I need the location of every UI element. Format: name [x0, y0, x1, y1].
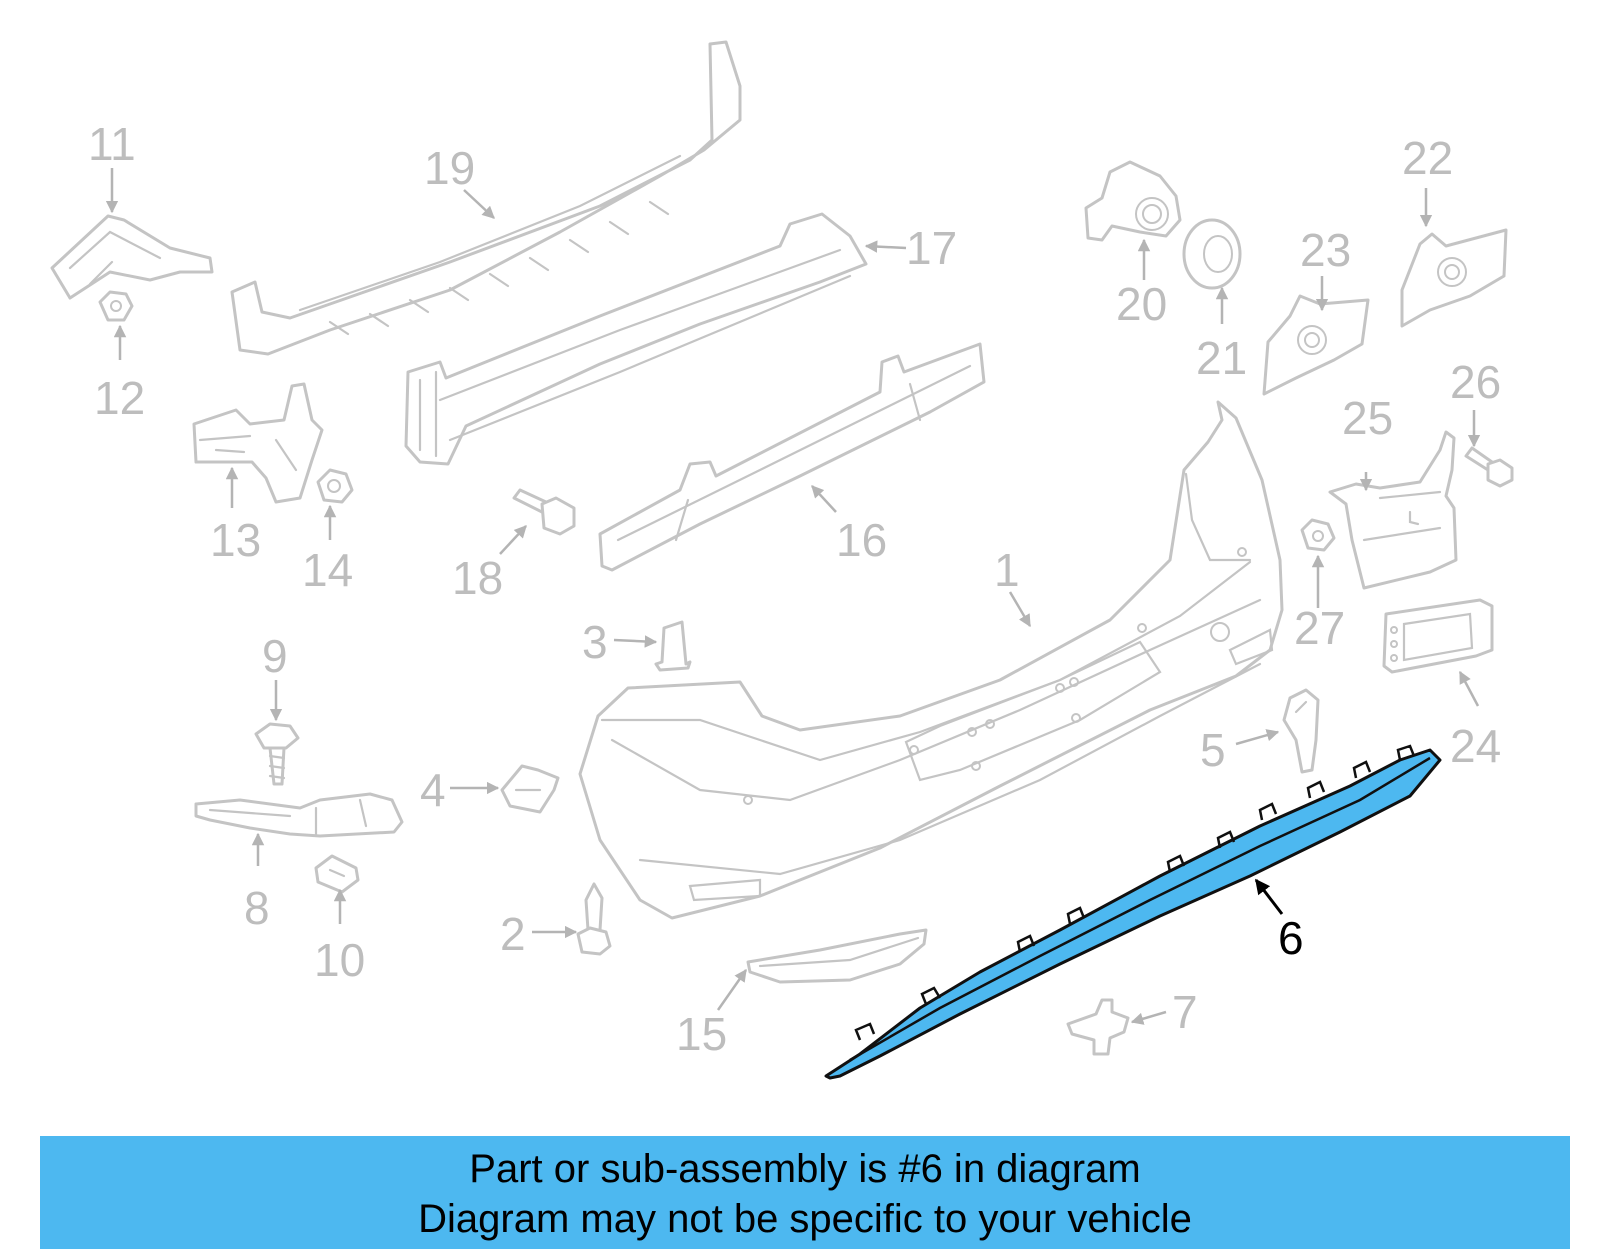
- callout-labels: 11 12 13 14 19 17 16 18 1 3 9 4 8 10 2 1…: [88, 118, 1501, 1060]
- callout-15: 15: [676, 1008, 727, 1060]
- callout-9: 9: [262, 630, 288, 682]
- callout-17: 17: [906, 222, 957, 274]
- callout-26: 26: [1450, 356, 1501, 408]
- callout-2: 2: [500, 908, 526, 960]
- part-26-bolt: [1464, 446, 1514, 488]
- callout-23: 23: [1300, 224, 1351, 276]
- callout-11: 11: [88, 118, 136, 170]
- part-6-lower-valance: [824, 744, 1442, 1080]
- part-13-bracket: [192, 382, 324, 504]
- callout-24: 24: [1450, 720, 1501, 772]
- banner-line-disclaimer: Diagram may not be specific to your vehi…: [418, 1197, 1192, 1241]
- leader-arrow-6: [1254, 878, 1284, 915]
- callout-10: 10: [314, 934, 365, 986]
- part-1-bumper-cover: [578, 400, 1284, 920]
- leader-arrows: [105, 168, 1481, 1025]
- part-11-bracket: [50, 214, 214, 300]
- part-9-screw: [254, 722, 300, 786]
- callout-27: 27: [1294, 602, 1345, 654]
- part-21-grommet: [1182, 218, 1242, 290]
- part-22-bracket: [1400, 228, 1508, 328]
- callout-18: 18: [452, 552, 503, 604]
- part-8-bracket: [194, 792, 404, 838]
- part-2-bolt: [576, 882, 612, 956]
- info-banner: Part or sub-assembly is #6 in diagram Di…: [40, 1136, 1570, 1249]
- part-15-deflector: [746, 928, 928, 984]
- callout-3: 3: [582, 616, 608, 668]
- part-16-reinforcement: [598, 342, 986, 572]
- callout-14: 14: [302, 544, 353, 596]
- callout-20: 20: [1116, 278, 1167, 330]
- callout-7: 7: [1172, 986, 1198, 1038]
- callout-21: 21: [1196, 332, 1247, 384]
- callout-1: 1: [994, 544, 1020, 596]
- callout-5: 5: [1200, 724, 1226, 776]
- callout-19: 19: [424, 142, 475, 194]
- part-20-sensor: [1084, 160, 1182, 242]
- part-10-clip: [314, 854, 360, 894]
- part-12-nut: [98, 290, 134, 322]
- part-27-nut: [1300, 518, 1336, 552]
- part-5-cap: [1282, 688, 1320, 774]
- callout-6: 6: [1278, 912, 1304, 964]
- callout-22: 22: [1402, 132, 1453, 184]
- part-3-clip: [654, 620, 692, 672]
- part-18-bolt: [512, 488, 576, 536]
- callout-8: 8: [244, 882, 270, 934]
- part-25-bracket: [1328, 430, 1458, 590]
- part-19-absorber-upper: [230, 40, 742, 356]
- part-17-impact-bar: [404, 212, 868, 466]
- callout-13: 13: [210, 514, 261, 566]
- part-23-bracket: [1262, 294, 1370, 396]
- part-24-module: [1382, 598, 1494, 674]
- callout-16: 16: [836, 514, 887, 566]
- part-7-clip: [1066, 998, 1130, 1056]
- part-4-clip: [500, 764, 560, 814]
- callout-4: 4: [420, 764, 446, 816]
- callout-12: 12: [94, 372, 145, 424]
- callout-25: 25: [1342, 392, 1393, 444]
- part-14-nut: [316, 468, 354, 504]
- banner-line-part-number: Part or sub-assembly is #6 in diagram: [469, 1147, 1141, 1191]
